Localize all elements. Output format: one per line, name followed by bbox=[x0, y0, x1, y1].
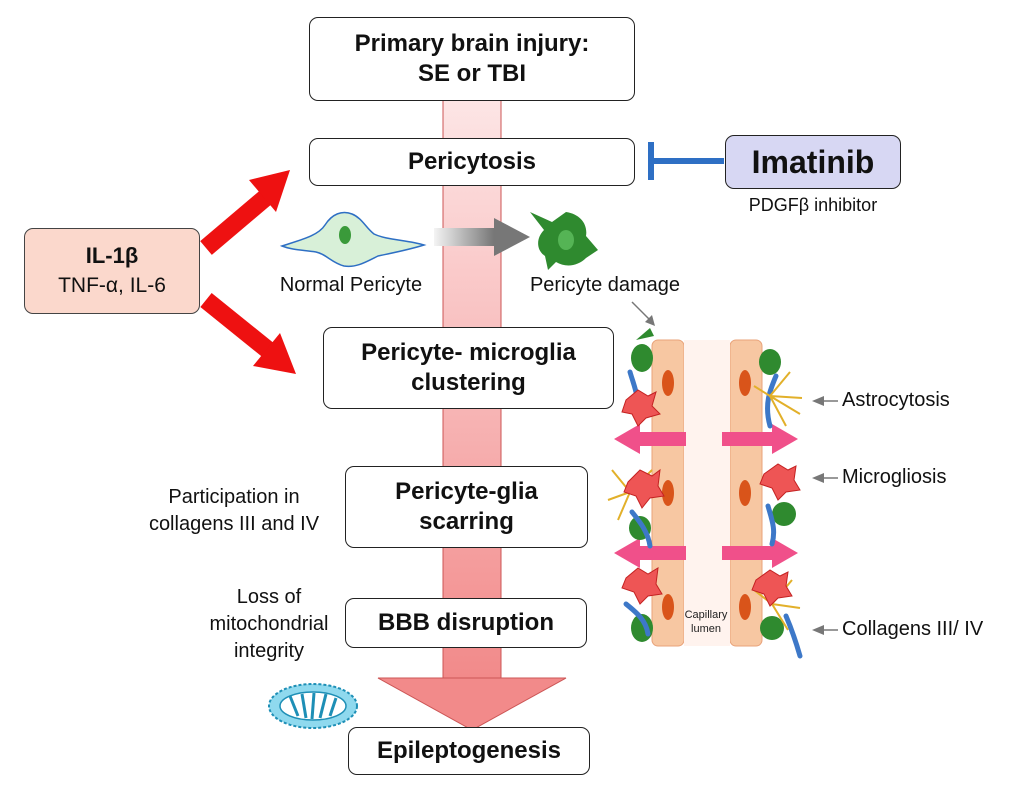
astrocytosis-label: Astrocytosis bbox=[842, 389, 950, 411]
transformation-arrow bbox=[434, 218, 530, 256]
bbb-label: BBB disruption bbox=[378, 609, 554, 636]
collagens-label: Collagens III/ IV bbox=[842, 618, 984, 640]
mito-line2: mitochondrial bbox=[209, 613, 329, 635]
participation-line2: collagens III and IV bbox=[148, 513, 320, 535]
capillary-right-wall bbox=[729, 339, 763, 647]
stage-epileptogenesis: Epileptogenesis bbox=[348, 727, 590, 775]
microgliosis-label: Microgliosis bbox=[842, 466, 947, 488]
clustering-line2: clustering bbox=[411, 369, 526, 396]
mito-line1: Loss of bbox=[236, 586, 302, 608]
stage-pericytosis: Pericytosis bbox=[309, 138, 635, 186]
capillary-lumen-area bbox=[684, 340, 730, 646]
lumen-line1: Capillary bbox=[684, 609, 728, 621]
imatinib-label: Imatinib bbox=[751, 144, 875, 180]
normal-pericyte-label: Normal Pericyte bbox=[279, 274, 423, 296]
stage-pericyte-microglia-clustering: Pericyte- microglia clustering bbox=[323, 327, 614, 409]
microgliosis-pointer bbox=[812, 473, 838, 483]
lumen-line2: lumen bbox=[691, 623, 721, 635]
stage-bbb-disruption: BBB disruption bbox=[345, 598, 587, 648]
primary-injury-line1: Primary brain injury: bbox=[354, 30, 590, 57]
cytokine-box: IL-1β TNF-α, IL-6 bbox=[24, 228, 200, 314]
scarring-line2: scarring bbox=[419, 508, 514, 535]
participation-note: Participation in collagens III and IV bbox=[128, 484, 340, 538]
inhibition-bar bbox=[648, 142, 724, 180]
stage-pericyte-glia-scarring: Pericyte-glia scarring bbox=[345, 466, 588, 548]
capillary-microglia bbox=[621, 389, 801, 607]
leak-arrow-upper-right bbox=[722, 424, 798, 454]
cytokine-main: IL-1β bbox=[85, 243, 139, 268]
imatinib-box: Imatinib bbox=[725, 135, 901, 189]
capillary-lumen-label: Capillary lumen bbox=[672, 608, 740, 636]
leak-arrow-upper-left bbox=[614, 424, 686, 454]
cytokine-arrow-up bbox=[200, 170, 290, 255]
astrocytosis-pointer bbox=[812, 396, 838, 406]
pericytosis-label: Pericytosis bbox=[407, 148, 537, 175]
cytokine-others: TNF-α, IL-6 bbox=[58, 274, 166, 297]
participation-line1: Participation in bbox=[168, 486, 300, 508]
primary-injury-line2: SE or TBI bbox=[417, 60, 526, 87]
scarring-line1: Pericyte-glia bbox=[395, 478, 538, 505]
epileptogenesis-label: Epileptogenesis bbox=[376, 737, 562, 764]
damage-pointer-arrow bbox=[631, 301, 655, 326]
stage-primary-injury: Primary brain injury: SE or TBI bbox=[309, 17, 635, 101]
pericyte-damage-label: Pericyte damage bbox=[529, 274, 681, 296]
capillary-left-wall bbox=[651, 339, 685, 647]
damaged-mitochondrion bbox=[268, 683, 358, 729]
mitochondria-note: Loss of mitochondrial integrity bbox=[206, 584, 332, 665]
leak-arrow-lower-right bbox=[722, 538, 798, 568]
cytokine-arrow-down bbox=[200, 292, 296, 374]
imatinib-description: PDGFβ inhibitor bbox=[748, 195, 878, 215]
normal-pericyte-cell bbox=[279, 211, 427, 268]
collagens-pointer bbox=[812, 625, 838, 635]
clustering-line1: Pericyte- microglia bbox=[361, 339, 576, 366]
damaged-pericyte-cell bbox=[530, 212, 598, 270]
mito-line3: integrity bbox=[233, 640, 305, 662]
leak-arrow-lower-left bbox=[614, 538, 686, 568]
